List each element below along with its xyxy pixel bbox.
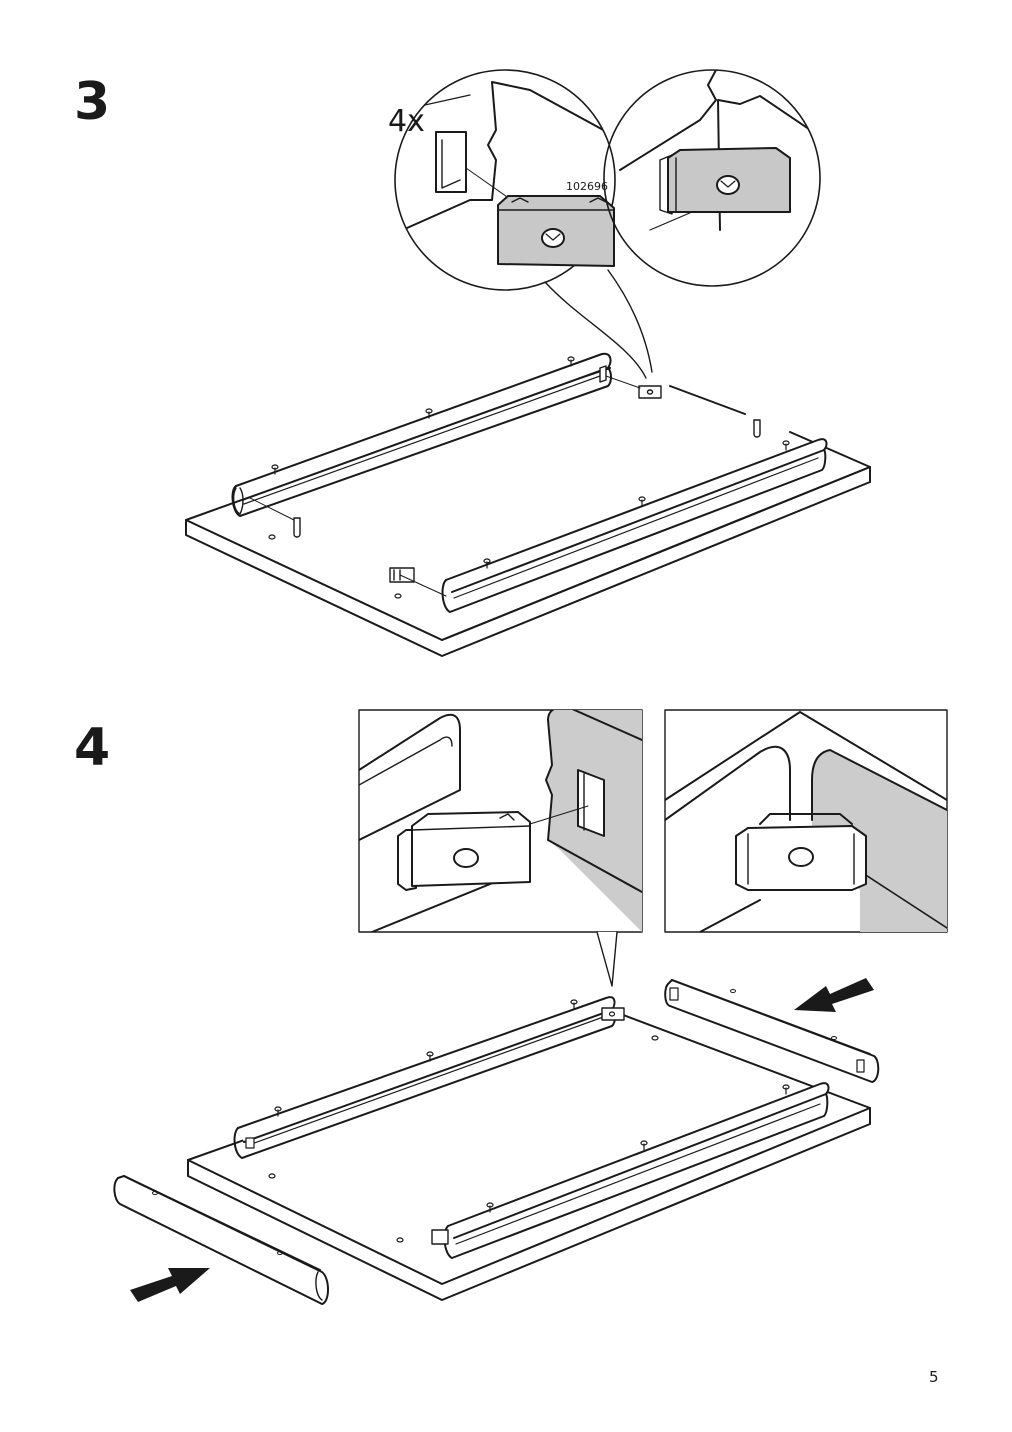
step-3-number: 3	[74, 72, 111, 132]
side-rail-left	[113, 1175, 329, 1305]
connector-block-icon	[599, 365, 662, 399]
connector-block-icon	[667, 147, 791, 213]
page-number: 5	[929, 1368, 939, 1386]
step-4-number: 4	[74, 718, 111, 778]
push-arrow-icon	[794, 978, 874, 1012]
part-number-label: 102696	[566, 180, 608, 193]
rail-front	[441, 438, 828, 613]
dowel-icon	[249, 419, 761, 538]
side-rail-right	[664, 979, 880, 1083]
detail-circle-right	[603, 69, 821, 287]
cam-screw-icon	[486, 1084, 790, 1213]
rail-front-step4	[431, 1082, 830, 1259]
connector-block-icon	[389, 567, 447, 597]
detail-panel-left	[358, 709, 643, 933]
step-4-illustration	[113, 709, 948, 1305]
push-arrow-icon	[130, 1268, 210, 1302]
connector-block-icon	[735, 813, 867, 891]
connector-block-icon	[397, 811, 531, 891]
rail-back	[231, 352, 612, 517]
detail-circle-left	[394, 69, 616, 291]
step-3-illustration	[185, 69, 871, 657]
detail-panel-right	[664, 709, 948, 933]
quantity-label: 4x	[388, 104, 425, 139]
connector-block-icon	[497, 195, 615, 267]
cam-screw-icon	[271, 356, 575, 475]
base-panel	[185, 367, 871, 657]
cam-screw-icon	[483, 440, 790, 569]
rail-back-step4	[233, 996, 625, 1159]
cam-screw-icon	[274, 999, 578, 1117]
